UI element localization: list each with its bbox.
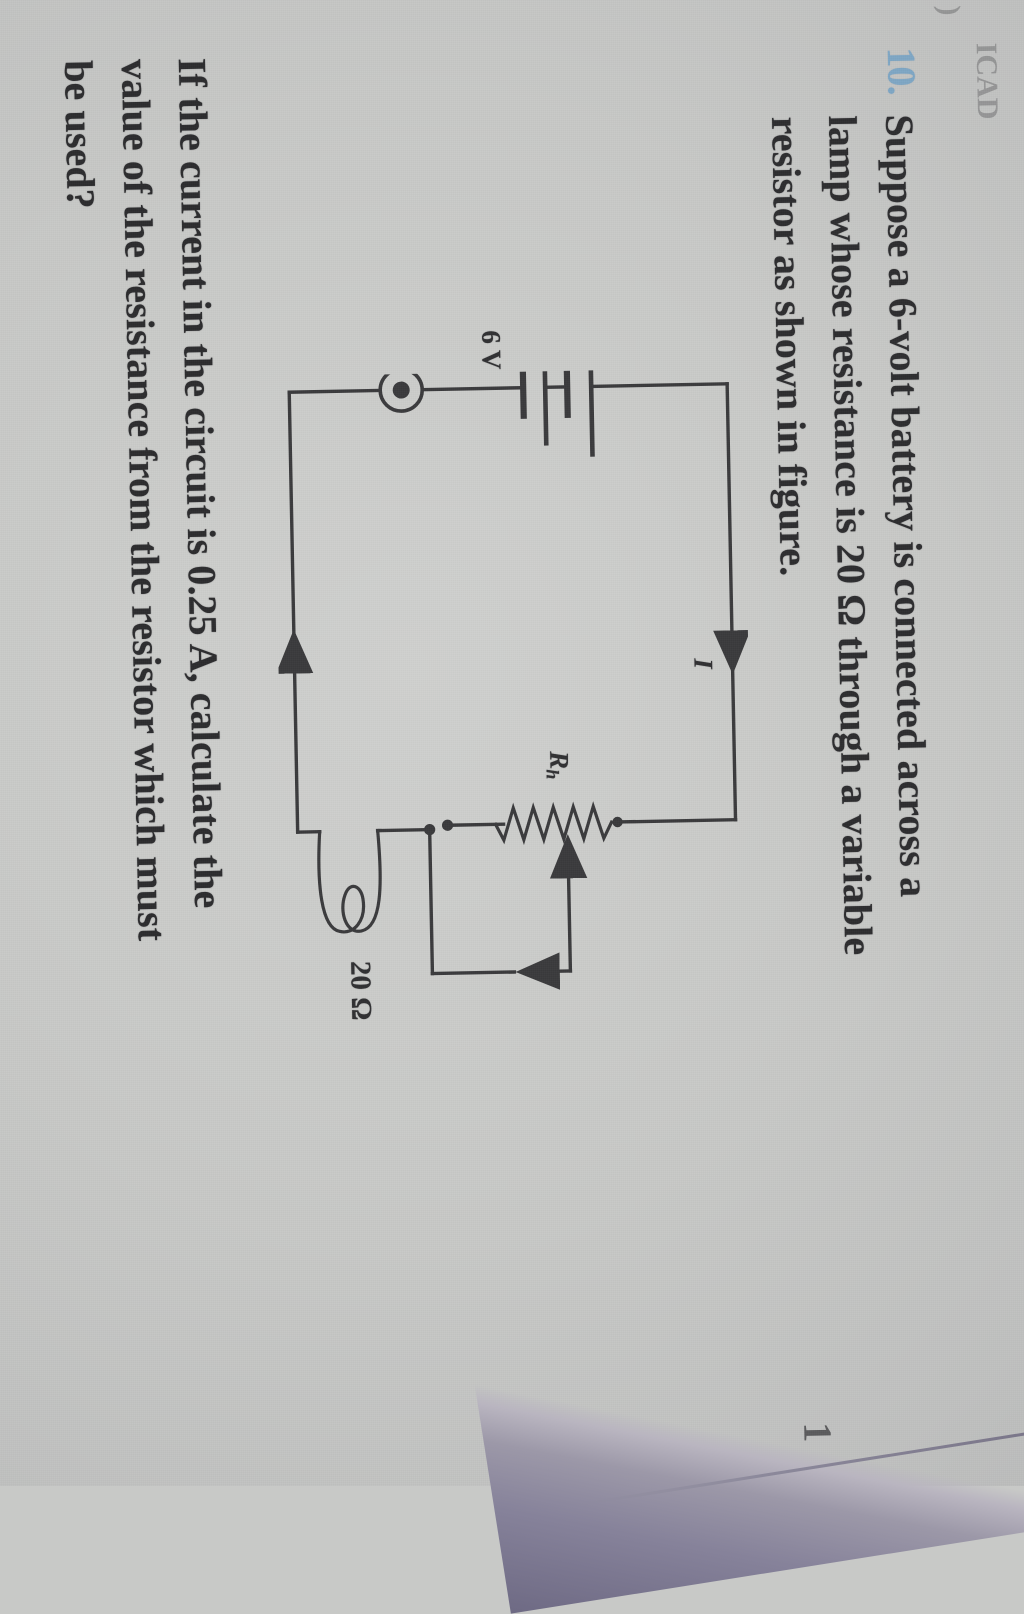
battery-plate-short-1	[563, 367, 571, 419]
rotated-page-canvas: ICAD ) 1 10. Suppose a 6-volt battery is…	[56, 5, 1004, 1443]
wiper-arrow-into-coil	[549, 834, 588, 973]
battery-plate-long-2	[541, 367, 549, 446]
battery-voltage-label: 6 V	[476, 330, 507, 370]
margin-left-edge-mark: 1	[795, 1421, 841, 1443]
lamp-coil-20ohm	[317, 828, 382, 934]
rheostat-terminal-top	[612, 816, 623, 828]
question-number: 10.	[878, 46, 925, 95]
rheostat-terminal-bottom	[441, 819, 454, 831]
battery-plate-long-1	[587, 367, 595, 457]
wire-bottom-right	[275, 629, 314, 834]
page-sheet: ICAD ) 1 10. Suppose a 6-volt battery is…	[55, 5, 1005, 1443]
rheostat-label: Rh	[542, 750, 575, 780]
rheostat-coil	[493, 801, 614, 846]
margin-ghost-text: ICAD	[972, 42, 1005, 120]
circuit-svg	[275, 367, 751, 990]
question-text-line-3: resistor as shown in figure.	[763, 116, 817, 577]
lamp-resistance-label: 20 Ω	[344, 960, 378, 1021]
node-wiper-junction	[424, 823, 436, 836]
paragraph-line-3: be used?	[55, 59, 104, 210]
lamp-bulb-center	[392, 381, 410, 399]
current-label: I	[688, 658, 719, 670]
wiper-arrow-down	[515, 952, 573, 990]
margin-paren-mark: )	[932, 5, 967, 16]
paper-background	[0, 0, 1024, 1486]
circuit-diagram: I Rh 6 V 20 Ω	[273, 330, 757, 1116]
battery-plate-short-2	[519, 367, 527, 419]
wire-top-left	[713, 382, 751, 675]
